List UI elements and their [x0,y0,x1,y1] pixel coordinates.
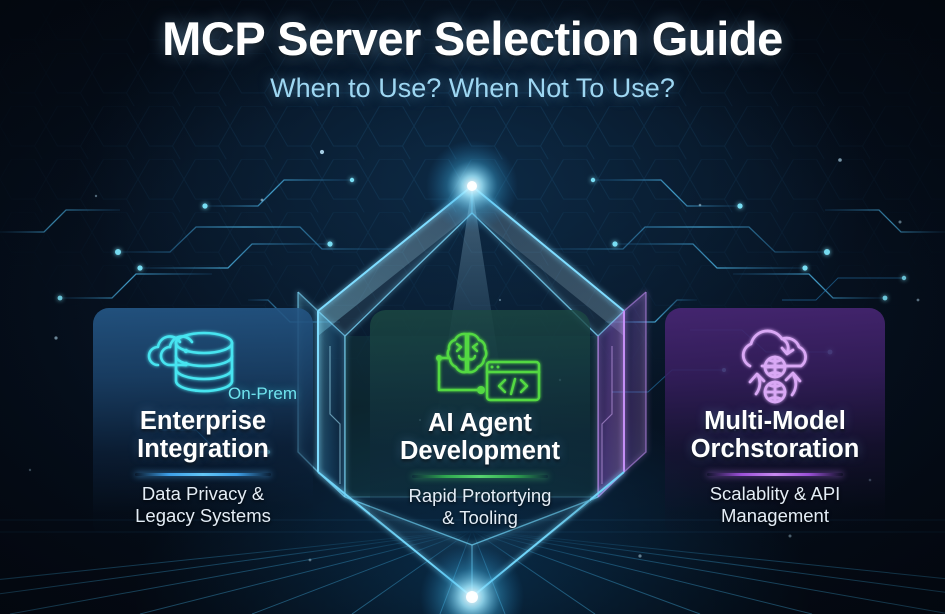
card-sub-line1: Rapid Protortying [408,484,552,506]
card-enterprise-integration[interactable]: On-Prem Enterprise Integration Data Priv… [93,308,313,534]
card-sub-line2: Legacy Systems [135,504,271,526]
cloud-orchestration-icon [741,329,807,404]
page-title: MCP Server Selection Guide [162,12,783,65]
card-sub-line1: Scalablity & API [709,482,841,504]
card-title-line2: Orchstoration [690,434,860,463]
card-divider-multi-model [707,472,843,476]
brain-code-icon [436,332,541,402]
card-title-ai-agent: AI Agent Development [370,409,590,466]
card-title-line2: Integration [137,434,269,463]
page-subtitle: When to Use? When Not To Use? [270,73,675,103]
card-title-line2: Development [399,436,561,465]
card-title-enterprise: Enterprise Integration [93,407,313,464]
card-title-line1: AI Agent [428,409,532,437]
card-title-line1: Enterprise [139,407,267,435]
header: MCP Server Selection Guide When to Use? … [0,0,945,120]
card-subtitle-ai-agent: Rapid Protortying & Tooling [370,485,590,529]
card-subtitle-enterprise: Data Privacy & Legacy Systems [93,483,313,527]
card-sub-line2: & Tooling [442,506,518,528]
card-title-line1: Multi-Model [704,407,846,435]
card-sub-line2: Management [721,504,829,526]
card-ai-agent-development[interactable]: AI Agent Development Rapid Protortying &… [370,310,590,536]
card-multi-model-orchestration[interactable]: Multi-Model Orchstoration Scalablity & A… [665,308,885,534]
card-title-multi-model: Multi-Model Orchstoration [665,407,885,464]
brain-code-icon-wrap [370,324,590,410]
card-divider-ai-agent [412,474,548,478]
cloud-orchestration-icon-wrap [665,322,885,408]
card-subtitle-multi-model: Scalablity & API Management [665,483,885,527]
card-divider-enterprise [135,472,271,476]
database-cloud-icon-wrap: On-Prem [93,322,313,408]
card-sub-line1: Data Privacy & [141,482,265,504]
on-prem-badge: On-Prem [228,384,297,403]
